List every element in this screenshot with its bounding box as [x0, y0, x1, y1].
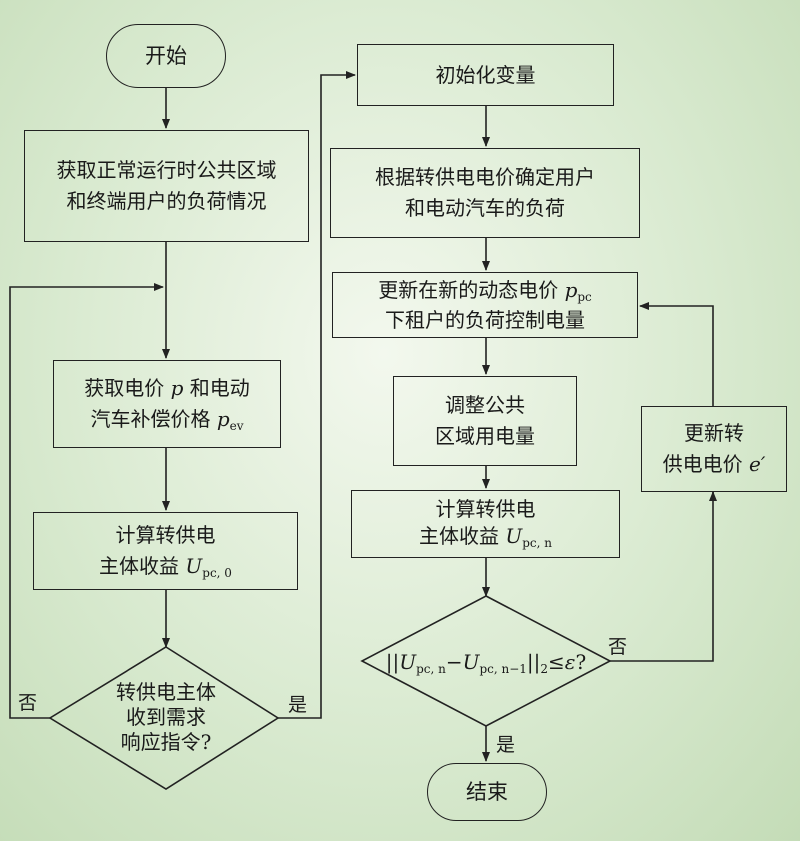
determine-load-box: 根据转供电电价确定用户 和电动汽车的负荷: [330, 148, 640, 238]
calc-profitn-line2: 主体收益 Upc, n: [419, 524, 552, 551]
determine-load-line2: 和电动汽车的负荷: [405, 196, 565, 220]
get-load-box: 获取正常运行时公共区域 和终端用户的负荷情况: [24, 130, 309, 242]
loop-no-to-update-price: [610, 492, 714, 662]
get-price-box: 获取电价 p 和电动 汽车补偿价格 pev: [53, 360, 281, 448]
decision-left-text: 转供电主体 收到需求 响应指令?: [116, 680, 216, 754]
get-load-line1: 获取正常运行时公共区域: [56, 158, 277, 182]
get-price-line2: 汽车补偿价格 pev: [90, 406, 244, 433]
update-control-line2: 下租户的负荷控制电量: [384, 307, 585, 332]
right-yes-label: 是: [496, 734, 516, 756]
arrow-update-price-to-update: [639, 302, 714, 406]
calc-profitn-box: 计算转供电 主体收益 Upc, n: [351, 490, 620, 558]
right-no-label: 否: [608, 636, 628, 658]
end-label: 结束: [466, 779, 508, 804]
start-label: 开始: [145, 43, 187, 68]
update-price-line1: 更新转: [684, 421, 744, 445]
get-price-line1: 获取电价 p 和电动: [84, 375, 250, 400]
arrow-yes-to-init: [278, 71, 356, 719]
calc-profitn-line1: 计算转供电: [435, 497, 536, 522]
update-control-box: 更新在新的动态电价 ppc 下租户的负荷控制电量: [332, 272, 638, 338]
init-box: 初始化变量: [357, 44, 614, 106]
init-label: 初始化变量: [435, 62, 536, 87]
left-no-label: 否: [18, 692, 38, 714]
adjust-line1: 调整公共: [445, 393, 525, 417]
update-price-box: 更新转 供电电价 e′: [641, 406, 787, 492]
adjust-box: 调整公共 区域用电量: [393, 376, 577, 466]
update-control-line1: 更新在新的动态电价 ppc: [378, 278, 592, 305]
decision-diamond-right: [360, 595, 612, 727]
left-yes-label: 是: [288, 694, 308, 716]
decision-diamond-left: [48, 646, 280, 790]
start-terminal: 开始: [106, 24, 226, 88]
adjust-line2: 区域用电量: [435, 424, 535, 448]
condition-text: ||Upc, n−Upc, n−1||2≤ε?: [385, 650, 587, 676]
end-terminal: 结束: [427, 763, 547, 821]
calc-profit0-box: 计算转供电 主体收益 Upc, 0: [33, 512, 298, 590]
loop-no-back: [9, 283, 164, 719]
calc-profit0-line2: 主体收益 Upc, 0: [99, 553, 232, 580]
calc-profit0-line1: 计算转供电: [115, 522, 216, 547]
determine-load-line1: 根据转供电电价确定用户: [375, 165, 595, 189]
get-load-line2: 和终端用户的负荷情况: [66, 189, 267, 213]
update-price-line2: 供电电价 e′: [662, 452, 766, 476]
